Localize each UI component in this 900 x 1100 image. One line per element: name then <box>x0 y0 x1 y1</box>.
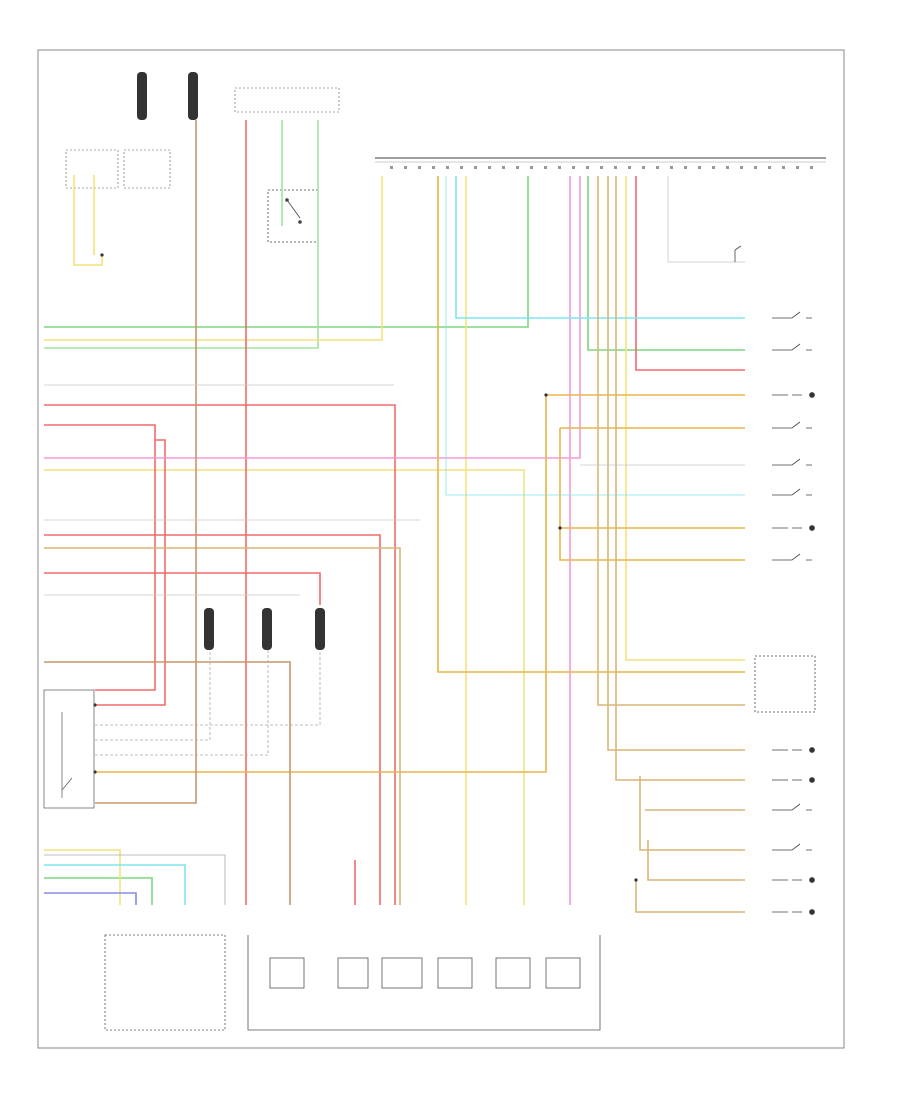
transmission-components-enclosure <box>104 934 601 1031</box>
brake-switch-icon <box>267 189 319 243</box>
sensor-icon <box>204 608 325 650</box>
hot-in-run-component <box>65 87 340 189</box>
fuse-icon <box>137 72 198 120</box>
diagram-border <box>37 49 845 1049</box>
wire-group <box>44 120 745 913</box>
pcm-connector-header <box>375 157 826 169</box>
right-switch-icons <box>734 245 816 915</box>
selector-switch-component <box>43 689 95 809</box>
